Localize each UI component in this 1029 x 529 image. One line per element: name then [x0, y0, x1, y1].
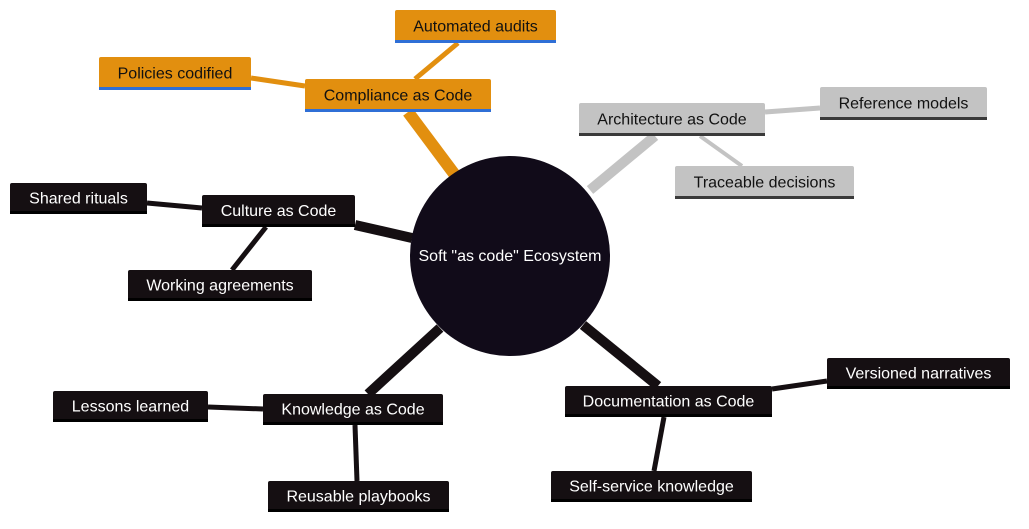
- leaf-node-refmodels-label: Reference models: [839, 96, 969, 113]
- leaf-node-traceable-label: Traceable decisions: [694, 175, 836, 192]
- connector-documentation-selfservice: [651, 416, 667, 472]
- branch-node-knowledge-underline: [263, 422, 443, 425]
- leaf-node-refmodels[interactable]: Reference models: [820, 87, 987, 120]
- leaf-node-playbooks-box: [268, 481, 449, 512]
- connector-layer: [146, 41, 828, 482]
- connector-culture-agreements: [230, 225, 268, 272]
- leaf-node-policies-box: [99, 57, 251, 90]
- leaf-node-playbooks[interactable]: Reusable playbooks: [268, 481, 449, 512]
- leaf-node-lessons-label: Lessons learned: [72, 399, 189, 416]
- root-circle: [410, 156, 610, 356]
- leaf-node-agreements-box: [128, 270, 312, 301]
- leaf-node-policies-label: Policies codified: [118, 66, 233, 83]
- branch-node-culture-underline: [202, 224, 355, 227]
- branch-node-architecture-box: [579, 103, 765, 136]
- leaf-node-audits-box: [395, 10, 556, 43]
- leaf-node-rituals-label: Shared rituals: [29, 191, 128, 208]
- leaf-node-rituals-box: [10, 183, 147, 214]
- branch-node-culture-box: [202, 195, 355, 227]
- leaf-node-traceable-box: [675, 166, 854, 199]
- branch-node-compliance[interactable]: Compliance as Code: [305, 79, 491, 112]
- branch-node-documentation-box: [565, 386, 772, 417]
- connector-architecture-refmodels: [764, 105, 821, 115]
- leaf-node-audits-label: Automated audits: [413, 19, 538, 36]
- leaf-node-audits[interactable]: Automated audits: [395, 10, 556, 43]
- leaf-node-traceable[interactable]: Traceable decisions: [675, 166, 854, 199]
- branch-node-architecture-underline: [579, 133, 765, 136]
- leaf-node-refmodels-box: [820, 87, 987, 120]
- connector-documentation-narratives: [771, 378, 828, 392]
- leaf-node-playbooks-underline: [268, 509, 449, 512]
- branch-node-documentation-underline: [565, 414, 772, 417]
- leaf-node-selfservice-underline: [551, 499, 752, 502]
- root-node[interactable]: Soft "as code" Ecosystem: [410, 156, 610, 356]
- connector-culture-rituals: [146, 200, 203, 211]
- connector-architecture-traceable: [698, 134, 744, 168]
- leaf-node-rituals[interactable]: Shared rituals: [10, 183, 147, 214]
- leaf-node-agreements[interactable]: Working agreements: [128, 270, 312, 301]
- leaf-node-lessons-underline: [53, 419, 208, 422]
- leaf-node-narratives-box: [827, 358, 1010, 389]
- branch-node-documentation-label: Documentation as Code: [583, 394, 755, 411]
- leaf-node-policies[interactable]: Policies codified: [99, 57, 251, 90]
- branch-node-knowledge-label: Knowledge as Code: [281, 402, 424, 419]
- leaf-node-rituals-underline: [10, 211, 147, 214]
- connector-root-architecture: [586, 132, 659, 194]
- node-layer: Soft "as code" Ecosystem Compliance as Co…: [10, 10, 1010, 512]
- connector-compliance-audits: [413, 41, 460, 81]
- branch-node-culture[interactable]: Culture as Code: [202, 195, 355, 227]
- branch-node-compliance-underline: [305, 109, 491, 112]
- branch-node-knowledge[interactable]: Knowledge as Code: [263, 394, 443, 425]
- leaf-node-agreements-label: Working agreements: [146, 278, 293, 295]
- leaf-node-audits-underline: [395, 40, 556, 43]
- leaf-node-policies-underline: [99, 87, 251, 90]
- leaf-node-lessons[interactable]: Lessons learned: [53, 391, 208, 422]
- branch-node-knowledge-box: [263, 394, 443, 425]
- leaf-node-narratives[interactable]: Versioned narratives: [827, 358, 1010, 389]
- root-label: Soft "as code" Ecosystem: [419, 248, 602, 265]
- leaf-node-selfservice-box: [551, 471, 752, 502]
- leaf-node-selfservice[interactable]: Self-service knowledge: [551, 471, 752, 502]
- connector-knowledge-lessons: [207, 404, 264, 412]
- connector-compliance-policies: [250, 75, 306, 89]
- connector-root-compliance: [403, 108, 460, 179]
- leaf-node-playbooks-label: Reusable playbooks: [286, 489, 430, 506]
- branch-node-architecture[interactable]: Architecture as Code: [579, 103, 765, 136]
- leaf-node-selfservice-label: Self-service knowledge: [569, 479, 734, 496]
- leaf-node-refmodels-underline: [820, 117, 987, 120]
- leaf-node-agreements-underline: [128, 298, 312, 301]
- leaf-node-narratives-label: Versioned narratives: [846, 366, 992, 383]
- connector-root-documentation: [579, 321, 662, 390]
- leaf-node-traceable-underline: [675, 196, 854, 199]
- connector-root-knowledge: [364, 324, 444, 398]
- connector-knowledge-playbooks: [352, 424, 360, 482]
- branch-node-documentation[interactable]: Documentation as Code: [565, 386, 772, 417]
- connector-root-culture: [353, 220, 414, 243]
- leaf-node-lessons-box: [53, 391, 208, 422]
- branch-node-architecture-label: Architecture as Code: [597, 112, 747, 129]
- branch-node-compliance-label: Compliance as Code: [324, 88, 473, 105]
- branch-node-compliance-box: [305, 79, 491, 112]
- branch-node-culture-label: Culture as Code: [221, 203, 337, 220]
- leaf-node-narratives-underline: [827, 386, 1010, 389]
